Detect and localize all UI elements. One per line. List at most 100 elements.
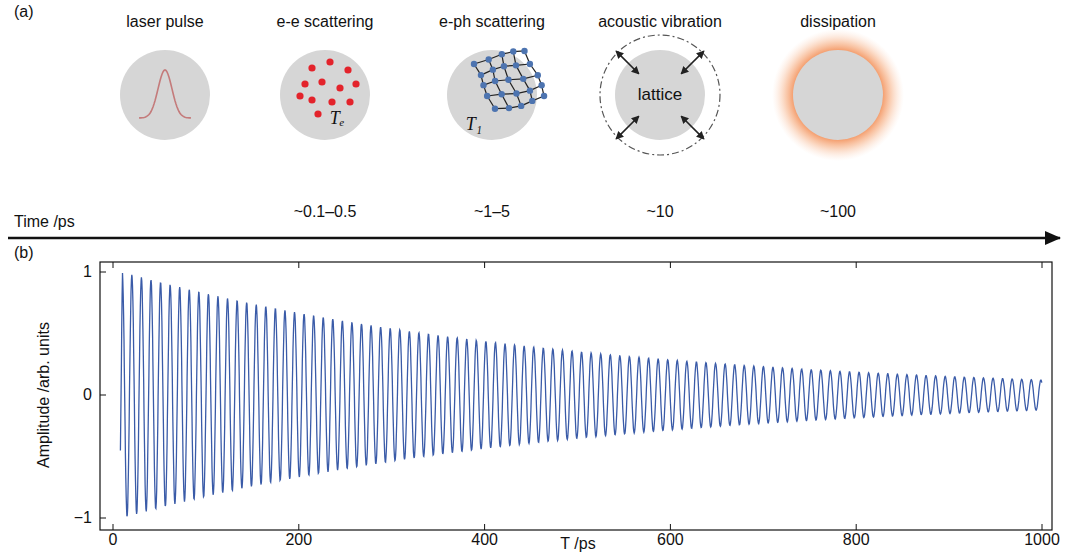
lattice-atom (529, 98, 535, 104)
y-tick (100, 272, 106, 273)
stage-title: laser pulse (126, 13, 203, 31)
x-tick (670, 262, 671, 268)
lattice-bond (483, 85, 487, 96)
lattice-bond (502, 93, 517, 95)
chart (100, 262, 1052, 530)
axis-title: T /ps (560, 535, 595, 553)
lattice-atom (485, 56, 491, 62)
lattice-atom (499, 51, 505, 57)
lattice-bond (481, 75, 484, 85)
heat-glow (772, 29, 904, 161)
lattice-bond (521, 101, 532, 106)
vibration-arrow (681, 116, 704, 139)
stage-circle: dissipation (793, 50, 883, 140)
lattice-atom (518, 103, 524, 109)
x-tick (856, 262, 857, 268)
lattice-atom (505, 77, 511, 83)
lattice-atom (484, 93, 490, 99)
lattice-bond (487, 96, 495, 109)
lattice-atom (521, 48, 527, 54)
lattice-bond (508, 78, 523, 80)
stage-title: e-ph scattering (439, 13, 545, 31)
lattice-bond (516, 91, 529, 94)
lattice-bond (508, 80, 516, 94)
lattice-bond (493, 66, 504, 69)
lattice-bond (516, 65, 523, 78)
tick-label: 0 (109, 531, 118, 549)
tick-label: 600 (657, 531, 684, 549)
lattice-label: lattice (638, 86, 682, 105)
electron-dot (346, 98, 353, 105)
x-tick (298, 262, 299, 268)
time-axis (8, 237, 1060, 240)
time-value: ~0.1–0.5 (294, 203, 357, 221)
lattice-bond (493, 70, 495, 81)
y-tick (100, 395, 106, 396)
lattice-bond (489, 60, 493, 70)
time-value: ~10 (646, 203, 673, 221)
lattice-bond (502, 54, 504, 66)
lattice-bond (516, 94, 521, 106)
electron-dot (308, 96, 315, 103)
lattice-bond (502, 52, 513, 55)
lattice-bond (532, 96, 544, 101)
vibration-arrow (616, 116, 639, 139)
electron-dot (314, 110, 321, 117)
lattice-atom (506, 105, 512, 111)
temperature-label: T₁ (466, 115, 482, 135)
lattice-atom (527, 61, 533, 67)
stage-circle: acoustic vibrationlattice (615, 50, 705, 140)
lattice-bond (542, 85, 544, 96)
stage-title: dissipation (800, 13, 876, 31)
lattice-atom (541, 93, 547, 99)
x-tick (1042, 262, 1043, 268)
lattice-bond (516, 64, 530, 65)
lattice-atom (513, 90, 519, 96)
signal-curve (120, 273, 1041, 516)
lattice-bond (495, 108, 509, 110)
tick-label: 800 (843, 531, 870, 549)
laser-pulse-curve (139, 70, 191, 118)
lattice-atom (492, 78, 498, 84)
electron-dot (296, 92, 303, 99)
lattice-atom (490, 66, 496, 72)
lattice-atom (498, 91, 504, 97)
lattice-atom (492, 105, 498, 111)
lattice-bond (487, 94, 501, 96)
y-tick (100, 518, 106, 519)
x-tick (113, 262, 114, 268)
lattice-bond (538, 75, 542, 85)
x-tick (484, 262, 485, 268)
lattice-atom (501, 63, 507, 69)
lattice-atom (520, 76, 526, 82)
x-tick (298, 524, 299, 530)
electron-dot (344, 66, 351, 73)
lattice-atom (478, 72, 484, 78)
lattice-bond (513, 50, 524, 52)
stage-title: e-e scattering (277, 13, 374, 31)
lattice-atom (535, 72, 541, 78)
stage-circle: laser pulse (120, 50, 210, 140)
x-tick (856, 524, 857, 530)
lattice-bond (502, 94, 509, 108)
tick-label: 200 (285, 531, 312, 549)
lattice-atom (480, 82, 486, 88)
temperature-label: Tₑ (330, 109, 345, 129)
lattice-bond (481, 70, 493, 75)
x-tick (484, 524, 485, 530)
lattice-bond (504, 65, 516, 67)
electron-dot (352, 80, 359, 87)
time-value: ~1–5 (474, 203, 510, 221)
electron-dot (326, 58, 333, 65)
x-tick (670, 524, 671, 530)
lattice-atom (513, 62, 519, 68)
electron-dot (336, 84, 343, 91)
panel-letter: (b) (14, 244, 34, 262)
tick-label: −1 (74, 509, 92, 527)
vibration-arrow (681, 51, 704, 74)
expanded-outline (600, 35, 720, 155)
lattice-bond (513, 52, 516, 66)
lattice-bond (530, 91, 532, 101)
x-tick (1042, 524, 1043, 530)
electron-dot (318, 78, 325, 85)
